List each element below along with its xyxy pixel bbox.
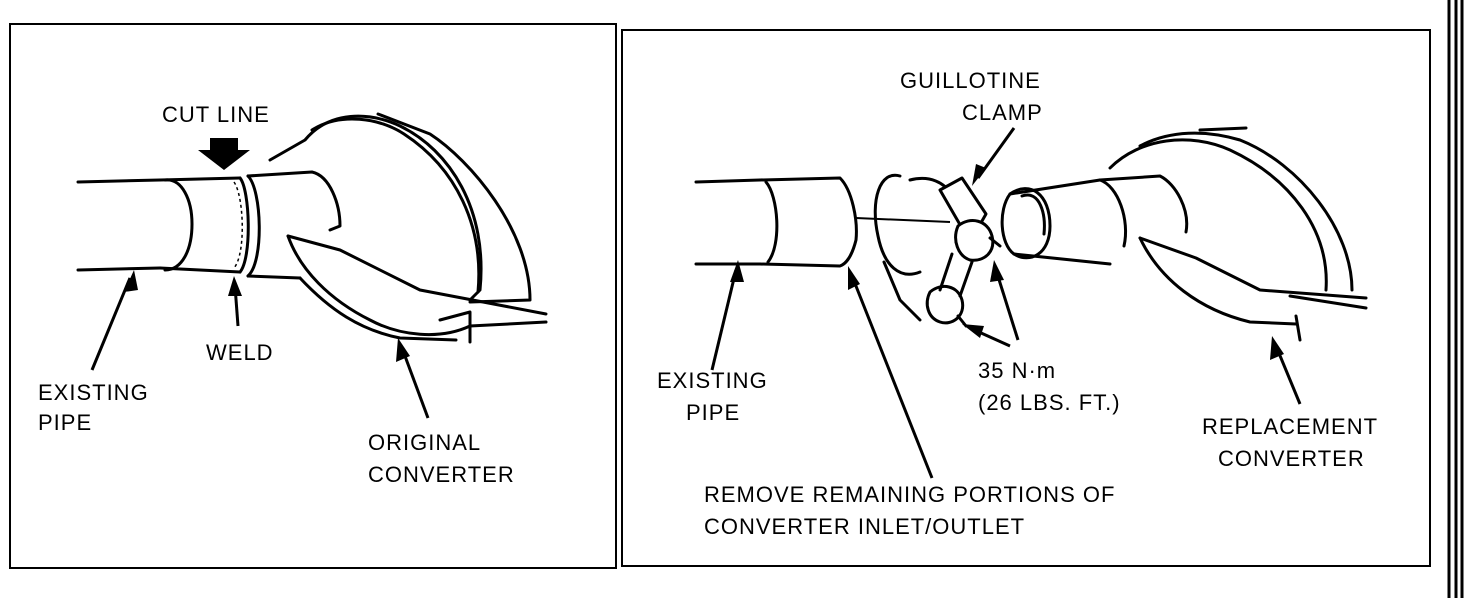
left-panel-frame <box>9 23 617 569</box>
label-replacement-converter-1: REPLACEMENT <box>1202 414 1378 439</box>
right-panel-frame <box>621 29 1431 567</box>
label-remove-note-1: REMOVE REMAINING PORTIONS OF <box>704 482 1115 507</box>
label-original-converter-2: CONVERTER <box>368 462 515 487</box>
label-cut-line: CUT LINE <box>162 102 270 127</box>
right-leaders <box>710 127 1302 479</box>
label-torque-2: (26 LBS. FT.) <box>978 390 1121 415</box>
left-illustration <box>76 112 548 344</box>
label-torque-1: 35 N·m <box>978 358 1056 383</box>
label-existing-pipe-right-2: PIPE <box>686 400 740 425</box>
label-weld: WELD <box>206 340 274 365</box>
guillotine-clamp-ring <box>873 173 922 276</box>
label-existing-pipe-right-1: EXISTING <box>657 368 768 393</box>
existing-pipe-left <box>76 178 162 272</box>
cut-line-arrow <box>198 138 250 170</box>
label-original-converter-1: ORIGINAL <box>368 430 481 455</box>
label-guillotine-clamp-2: CLAMP <box>962 100 1043 125</box>
replacement-converter-body <box>1108 138 1328 292</box>
cut-band <box>238 176 250 274</box>
right-illustration <box>694 126 1368 342</box>
label-replacement-converter-2: CONVERTER <box>1218 446 1365 471</box>
label-remove-note-2: CONVERTER INLET/OUTLET <box>704 514 1025 539</box>
label-existing-pipe-left-1: EXISTING <box>38 380 149 405</box>
label-guillotine-clamp-1: GUILLOTINE <box>900 68 1041 93</box>
label-existing-pipe-left-2: PIPE <box>38 410 92 435</box>
existing-pipe-right <box>694 178 762 266</box>
left-leaders <box>90 270 430 419</box>
original-converter-body <box>268 114 483 302</box>
